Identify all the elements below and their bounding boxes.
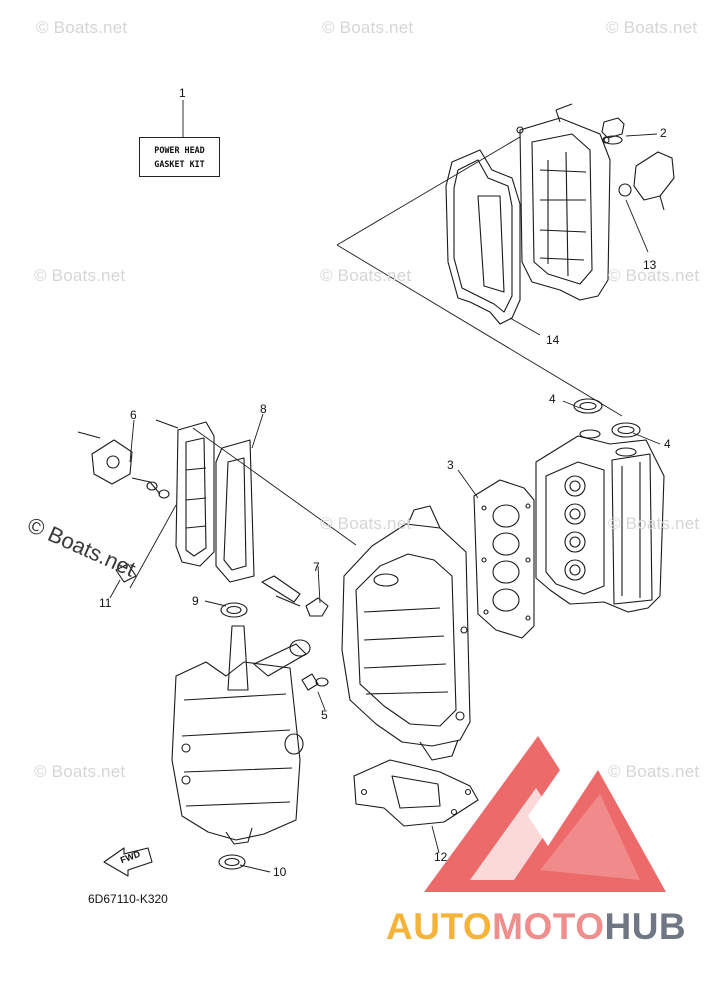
exhaust-cover-gasket [215,439,255,583]
callout-8: 8 [260,402,267,416]
callout-7: 7 [313,560,320,574]
automotohub-logo-icon [424,736,666,892]
watermark: © Boats.net [320,514,412,533]
head-cover-gasket [445,149,521,325]
cylinder-block [341,505,471,761]
callout-5: 5 [321,708,328,722]
exhaust-cover [175,421,215,567]
base-gasket [353,759,479,827]
brand-part-hub: HUB [604,906,687,947]
callout-10: 10 [273,865,287,879]
kit-line-1: POWER HEAD [154,145,205,155]
callout-4: 4 [549,392,556,406]
callout-1: 1 [179,86,186,100]
crankcase-lower [171,625,311,845]
watermark: © Boats.net [320,266,412,285]
watermark: © Boats.net [36,18,128,37]
callout-2: 2 [660,126,667,140]
sensor-cap [601,117,675,211]
callout-6: 6 [130,408,137,422]
leader-lines [109,100,661,873]
fwd-arrow-icon [103,847,153,877]
oil-seal-top [220,602,248,618]
watermark: © Boats.net [608,266,700,285]
callout-3: 3 [447,458,454,472]
watermark: © Boats.net [34,266,126,285]
plug-washer [301,673,329,691]
brand-wordmark: AUTOMOTOHUB [386,906,686,948]
callout-11: 11 [99,596,112,610]
diagram-code: 6D67110-K320 [88,892,168,906]
brand-part-moto: MOTO [492,906,605,947]
gasket-kit-label: POWER HEAD GASKET KIT [139,137,220,177]
head-gasket [473,479,535,639]
callout-9: 9 [192,594,199,608]
watermark: © Boats.net [608,514,700,533]
temp-sensor [261,575,329,617]
watermark: © Boats.net [322,18,414,37]
oil-seal-bottom [218,854,246,870]
watermark: © Boats.net [606,18,698,37]
kit-line-2: GASKET KIT [154,159,205,169]
callout-13: 13 [643,258,657,272]
head-cover [516,103,611,301]
cam-seals [573,398,641,438]
callout-4: 4 [664,437,671,451]
brand-part-auto: AUTO [386,906,493,947]
callout-12: 12 [434,850,448,864]
watermark: © Boats.net [608,762,700,781]
callout-14: 14 [546,333,560,347]
thermostat-housing [77,419,179,583]
cylinder-head [535,429,665,613]
watermark: © Boats.net [34,762,126,781]
